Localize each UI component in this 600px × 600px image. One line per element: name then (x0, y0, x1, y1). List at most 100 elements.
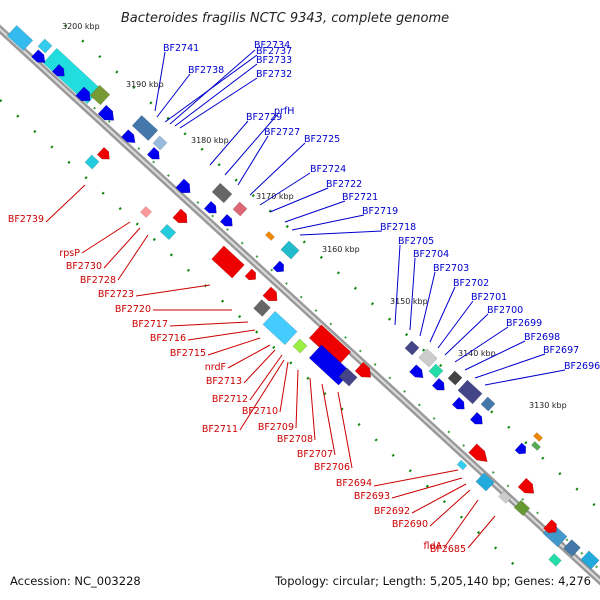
gene-feature (232, 201, 248, 217)
gene-label: BF2712 (212, 394, 248, 405)
gene-label: prfH (274, 106, 294, 117)
leader-line (309, 377, 316, 441)
gene-feature (498, 490, 512, 504)
gene-label: BF2729 (246, 112, 282, 123)
gene-feature (96, 146, 110, 160)
gene-feature (253, 299, 271, 317)
leader-line (81, 221, 131, 254)
gene-feature (265, 231, 275, 241)
gene-label: nrdF (205, 362, 226, 373)
leader-line (103, 227, 141, 269)
kbp-tick-label: 3130 kbp (529, 401, 567, 410)
leader-line (237, 135, 269, 186)
leader-line (269, 187, 329, 213)
gene-feature (121, 129, 136, 144)
gene-label: BF2696 (564, 361, 600, 372)
gene-feature (203, 200, 217, 214)
gene-label: BF2713 (206, 376, 242, 387)
gene-label: BF2718 (380, 222, 416, 233)
gene-feature (146, 146, 160, 160)
leader-line (179, 77, 258, 129)
leader-line (209, 120, 249, 166)
gene-label: rpsP (59, 248, 80, 259)
gene-feature (338, 367, 358, 387)
gene-label: BF2741 (163, 43, 199, 54)
gene-label: BF2702 (453, 278, 489, 289)
gene-feature (447, 370, 463, 386)
gene-label: BF2722 (326, 179, 362, 190)
leader-line (117, 234, 149, 281)
leader-line (259, 172, 311, 206)
kbp-tick-label: 3140 kbp (458, 349, 496, 358)
leader-line (464, 340, 526, 371)
gene-label: BF2723 (98, 289, 134, 300)
gene-feature (533, 432, 543, 442)
gene-feature (244, 268, 257, 281)
inner-tick-track (0, 99, 521, 571)
gene-feature (211, 182, 233, 204)
gene-feature (457, 379, 483, 405)
gene-feature (97, 104, 115, 121)
leader-line (467, 515, 496, 549)
leader-line (373, 469, 459, 487)
leader-line (249, 354, 283, 401)
gene-label: BF2693 (354, 491, 390, 502)
gene-feature (451, 396, 465, 410)
kbp-tick-label: 3200 kbp (62, 22, 100, 31)
gene-feature (211, 245, 245, 279)
leader-line (224, 114, 278, 176)
leader-line (454, 326, 509, 363)
gene-feature (531, 441, 541, 451)
leader-line (284, 200, 346, 223)
leader-line (444, 313, 489, 356)
label-leader-lines (45, 49, 566, 549)
gene-feature (89, 84, 111, 106)
gene-feature (404, 340, 420, 356)
leader-line (295, 369, 299, 429)
gene-label: BF2716 (150, 333, 186, 344)
gene-feature (513, 499, 531, 517)
gene-label: BF2715 (170, 348, 206, 359)
gene-feature (431, 377, 445, 391)
gene-label: BF2709 (258, 422, 294, 433)
gene-feature (31, 49, 46, 64)
leader-line (321, 383, 336, 456)
gene-feature (37, 38, 53, 54)
leader-line (437, 300, 474, 349)
gene-features (6, 25, 600, 570)
gene-label: BF2732 (256, 69, 292, 80)
gene-feature (580, 550, 600, 570)
gene-label: BF2724 (310, 164, 346, 175)
gene-label: BF2711 (202, 424, 238, 435)
leader-line (169, 321, 249, 327)
leader-line (299, 230, 383, 236)
gene-feature (131, 115, 159, 141)
kbp-tick-label: 3160 kbp (322, 245, 360, 254)
gene-label: BF2701 (471, 292, 507, 303)
gene-label: BF2719 (362, 206, 398, 217)
gene-feature (456, 459, 468, 471)
gene-label: BF2694 (336, 478, 372, 489)
outer-tick-track (64, 24, 600, 511)
gene-feature (354, 361, 372, 378)
leader-line (443, 499, 479, 549)
gene-label: BF2725 (304, 134, 340, 145)
gene-label: BF2703 (433, 263, 469, 274)
gene-feature (548, 553, 562, 567)
gene-label: BF2721 (342, 192, 378, 203)
gene-feature (563, 539, 581, 557)
gene-label: BF2730 (66, 261, 102, 272)
gene-label: BF2697 (543, 345, 579, 356)
gene-label: BF2706 (314, 462, 350, 473)
gene-feature (75, 86, 91, 102)
map-title: Bacteroides fragilis NCTC 9343, complete… (121, 11, 449, 26)
leader-line (243, 349, 276, 384)
gene-label: BF2733 (256, 55, 292, 66)
gene-label: BF2700 (487, 305, 523, 316)
leader-line (169, 49, 256, 125)
gene-labels: BF2741BF2738BF2737BF2734BF2733BF2732BF27… (8, 40, 600, 555)
accession-text: Accession: NC_003228 (10, 574, 141, 588)
gene-feature (272, 260, 285, 273)
leader-line (227, 344, 271, 369)
